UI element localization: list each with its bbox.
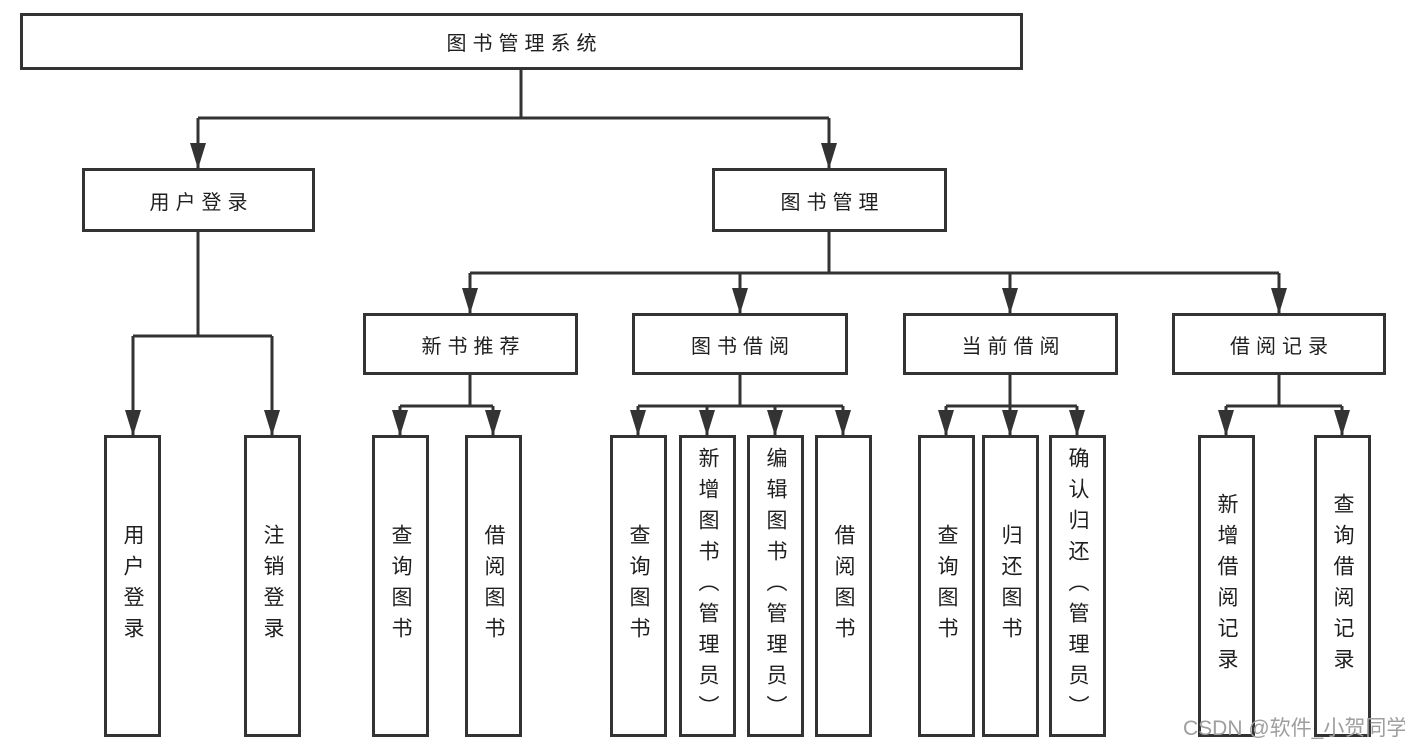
leaf-query-books-3: 查询图书 [918,435,975,737]
leaf-label: 注销登录 [261,524,284,648]
leaf-logout: 注销登录 [244,435,301,737]
csdn-watermark: CSDN @软件_小贺同学 [1183,717,1405,740]
node-label: 新书推荐 [421,335,526,358]
node-label: 图书管理 [780,191,885,214]
leaf-query-borrow-record: 查询借阅记录 [1314,435,1371,737]
leaf-label: 借阅图书 [832,524,855,648]
leaf-query-books-1: 查询图书 [372,435,429,737]
node-book-borrowing: 图书借阅 [632,313,848,375]
leaf-add-books-admin: 新增图书（管理员） [679,435,736,737]
leaf-label: 借阅图书 [482,524,505,648]
node-new-book-recommendation: 新书推荐 [363,313,578,375]
node-label: 图书管理系统 [446,33,603,55]
leaf-label: 查询图书 [935,524,958,648]
leaf-label: 新增借阅记录 [1215,493,1238,679]
leaf-user-login: 用户登录 [104,435,161,737]
leaf-label: 编辑图书（管理员） [764,446,787,726]
node-label: 借阅记录 [1230,335,1334,358]
leaf-label: 确认归还（管理员） [1066,446,1089,726]
node-label: 图书借阅 [691,335,795,358]
leaf-label: 查询借阅记录 [1331,493,1354,679]
node-label: 用户登录 [149,191,254,214]
leaf-borrow-books-1: 借阅图书 [465,435,522,737]
node-user-login: 用户登录 [82,168,315,232]
leaf-edit-books-admin: 编辑图书（管理员） [747,435,804,737]
leaf-query-books-2: 查询图书 [610,435,667,737]
leaf-add-borrow-record: 新增借阅记录 [1198,435,1255,737]
leaf-label: 归还图书 [999,524,1022,648]
leaf-confirm-return-admin: 确认归还（管理员） [1049,435,1106,737]
node-current-borrowing: 当前借阅 [903,313,1118,375]
leaf-label: 查询图书 [627,524,650,648]
leaf-label: 查询图书 [389,524,412,648]
leaf-label: 新增图书（管理员） [696,446,719,726]
node-root-library-system: 图书管理系统 [20,13,1023,70]
node-borrowing-records: 借阅记录 [1172,313,1386,375]
node-label: 当前借阅 [961,335,1066,358]
node-book-management: 图书管理 [712,168,947,232]
leaf-return-books: 归还图书 [982,435,1039,737]
leaf-label: 用户登录 [121,524,144,648]
leaf-borrow-books-2: 借阅图书 [815,435,872,737]
